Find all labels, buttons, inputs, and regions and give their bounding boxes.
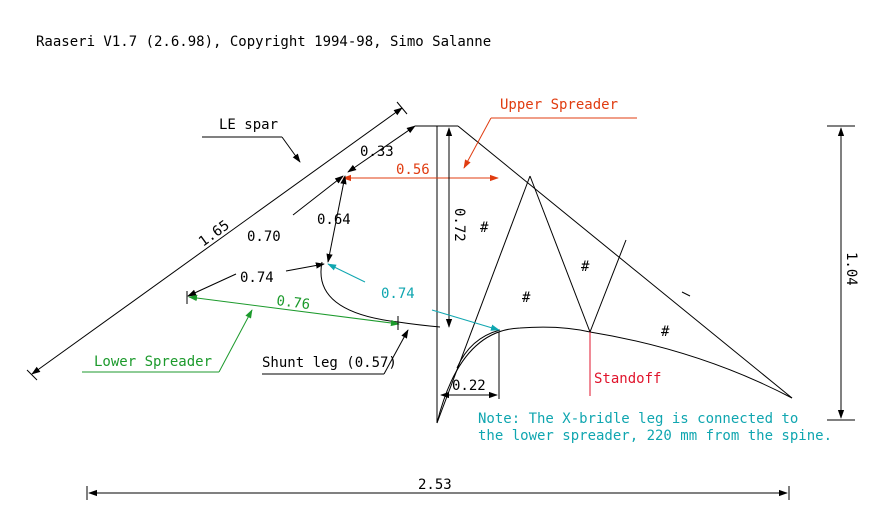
upper-spreader-label: Upper Spreader (500, 97, 618, 113)
upper-spreader-dim: 0.56 Upper Spreader (342, 97, 637, 182)
dim-072: 0.72 (445, 127, 467, 328)
dim-022-label: 0.22 (452, 378, 486, 394)
dim-033-label: 0.33 (360, 144, 394, 160)
dim-070-label: 0.70 (247, 229, 281, 245)
lower-spreader-dim: 0.76 Lower Spreader (82, 291, 400, 373)
le-spar-dimension: 1.65 LE spar (26, 101, 408, 381)
batten-1 (529, 175, 591, 333)
panel-markers: # # # # (480, 220, 670, 340)
shunt-leg: Shunt leg (0.57) (262, 329, 409, 375)
dim-074-black-label: 0.74 (240, 270, 274, 286)
panel-mark-1: # (480, 220, 489, 236)
panel-mark-2: # (522, 290, 531, 306)
dim-056-label: 0.56 (396, 162, 430, 178)
dim-022: 0.22 (440, 332, 500, 399)
le-spar-label: LE spar (219, 117, 278, 133)
dim-064-label: 0.64 (317, 212, 351, 228)
leading-edge (457, 125, 793, 399)
standoff: Standoff (589, 332, 661, 396)
inner-strut (436, 175, 531, 424)
dim-074-cyan-label: 0.74 (381, 286, 415, 302)
batten-2 (589, 239, 627, 333)
shunt-leg-label: Shunt leg (0.57) (262, 355, 397, 371)
le-spar-length: 1.65 (196, 217, 233, 250)
dim-064: 0.64 (317, 175, 351, 263)
panel-mark-3: # (581, 259, 590, 275)
bridle-dim: 0.74 (327, 263, 500, 331)
dim-033: 0.33 (347, 125, 416, 173)
dim-074-black: 0.74 (187, 262, 325, 297)
height-label: 1.04 (843, 252, 859, 286)
dim-072-label: 0.72 (451, 208, 467, 242)
note-line-2: the lower spreader, 220 mm from the spin… (478, 428, 832, 444)
height-dim: 1.04 (827, 125, 859, 421)
panel-mark-4: # (661, 324, 670, 340)
span-label: 2.53 (418, 477, 452, 493)
lower-spreader-label: Lower Spreader (94, 354, 212, 370)
span-dim: 2.53 (86, 477, 790, 500)
note-line-1: Note: The X-bridle leg is connected to (478, 411, 798, 427)
trailing-inner (456, 329, 501, 369)
standoff-label: Standoff (594, 371, 661, 387)
trailing-edge (436, 326, 793, 424)
header-title: Raaseri V1.7 (2.6.98), Copyright 1994-98… (36, 34, 491, 50)
dim-070: 0.70 (247, 175, 344, 245)
le-tick (681, 291, 691, 297)
dim-076-label: 0.76 (276, 293, 311, 313)
